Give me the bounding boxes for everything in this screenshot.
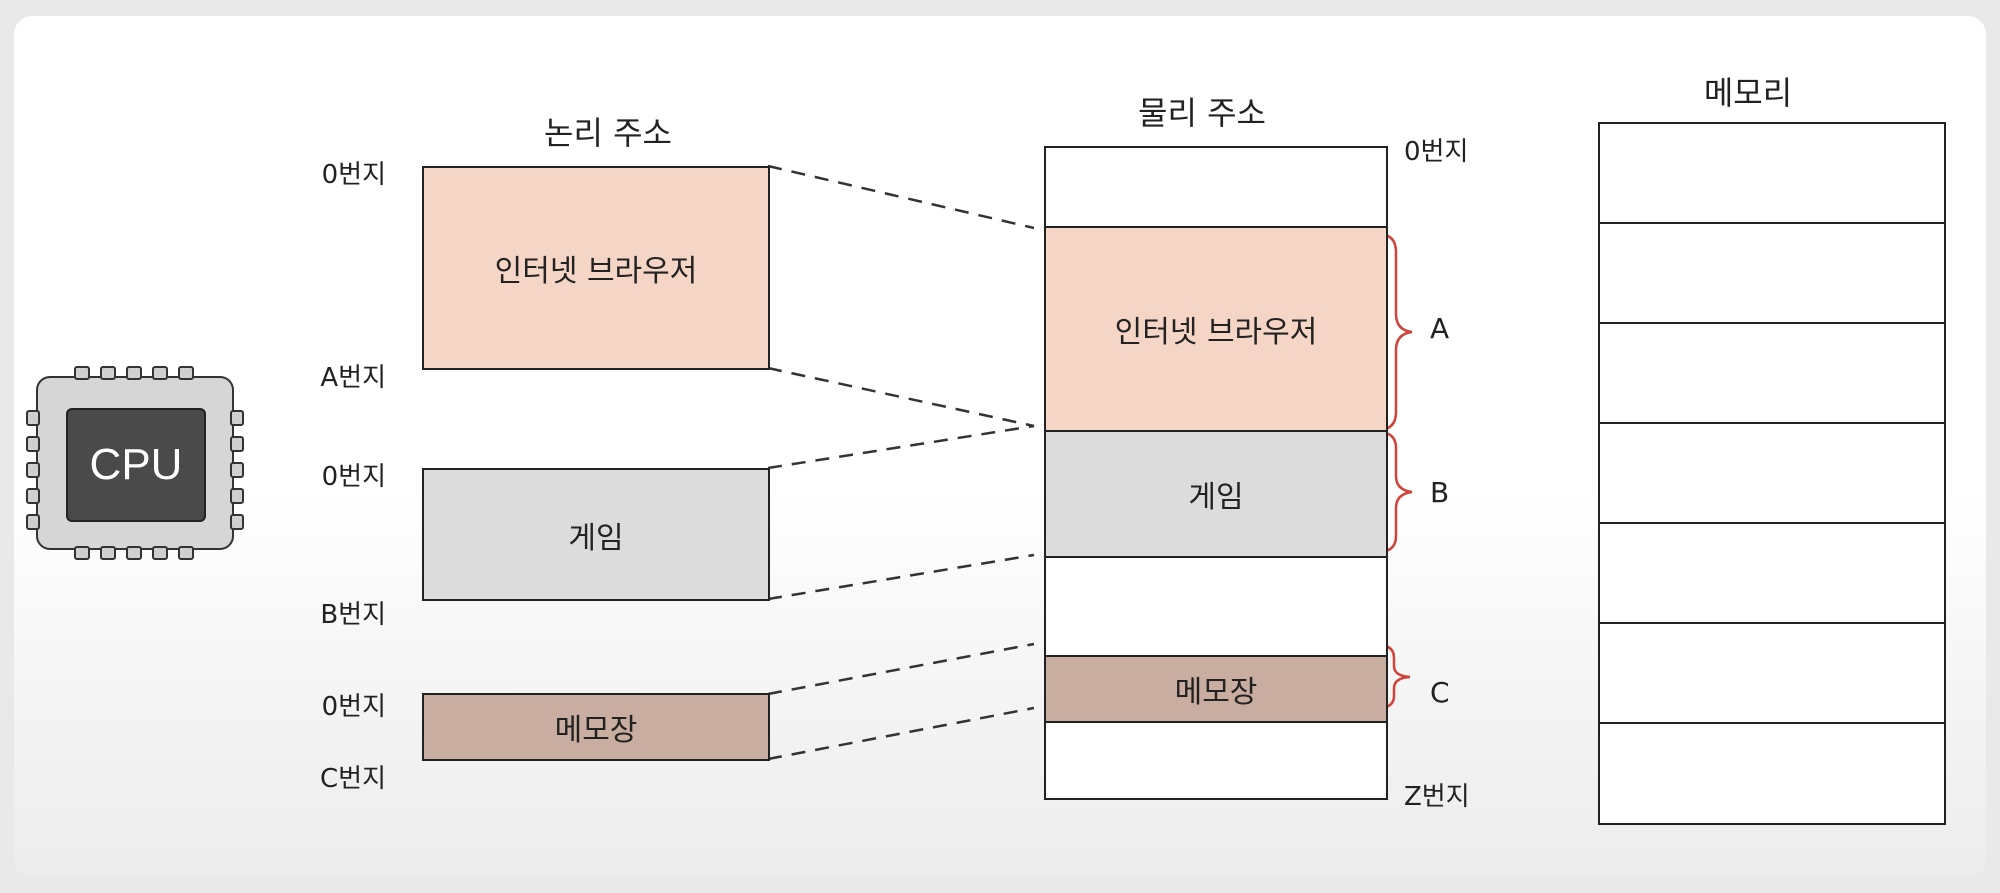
physical-segment-memo: 메모장 — [1044, 655, 1388, 723]
logical-game-end: B번지 — [320, 600, 386, 630]
cpu-pin — [230, 410, 244, 426]
memory-cell — [1598, 722, 1946, 825]
logical-segment-game: 게임 — [422, 468, 770, 601]
mapping-lines — [767, 164, 1413, 761]
cpu-pin — [230, 488, 244, 504]
brace-label-a: A — [1430, 312, 1450, 345]
cpu-pin — [74, 366, 90, 380]
cpu-pin — [152, 546, 168, 560]
memory-cell — [1598, 322, 1946, 425]
memory-heading: 메모리 — [1703, 74, 1793, 112]
logical-segment-browser: 인터넷 브라우저 — [422, 166, 770, 370]
cpu-pin — [26, 514, 40, 530]
logical-browser-start: 0번지 — [321, 160, 386, 190]
cpu-pin — [126, 366, 142, 380]
cpu-pin — [230, 462, 244, 478]
cpu-pin — [26, 462, 40, 478]
cpu-pin — [100, 366, 116, 380]
cpu-pin — [178, 366, 194, 380]
physical-start: 0번지 — [1404, 137, 1469, 167]
cpu-pin — [26, 436, 40, 452]
diagram-canvas: CPU 논리 주소 0번지 인터넷 브라우저 A번지 0번지 게임 B번지 0번… — [14, 16, 1986, 878]
map-line-memo-bottom — [767, 706, 1035, 761]
memory-stack — [1598, 122, 1946, 825]
brace-a — [1376, 232, 1413, 432]
brace-label-c: C — [1430, 676, 1450, 709]
logical-address-heading: 논리 주소 — [544, 114, 672, 152]
physical-segment-browser: 인터넷 브라우저 — [1044, 226, 1388, 432]
logical-memo-end: C번지 — [320, 764, 386, 794]
map-line-browser-bottom — [767, 366, 1035, 428]
physical-end: Z번지 — [1404, 782, 1470, 812]
memory-cell — [1598, 422, 1946, 525]
memory-cell — [1598, 622, 1946, 725]
cpu-pin — [126, 546, 142, 560]
logical-memo-start: 0번지 — [321, 692, 386, 722]
map-line-memo-top — [767, 642, 1035, 696]
brace-b — [1376, 430, 1413, 554]
cpu-pin — [100, 546, 116, 560]
cpu-pin — [26, 488, 40, 504]
brace-c — [1376, 643, 1411, 710]
cpu-pin — [152, 366, 168, 380]
cpu-pin — [74, 546, 90, 560]
map-line-browser-top — [767, 164, 1035, 230]
cpu-pin — [230, 514, 244, 530]
memory-cell — [1598, 122, 1946, 225]
cpu-label: CPU — [66, 408, 206, 522]
cpu-pin — [178, 546, 194, 560]
cpu-pin — [26, 410, 40, 426]
memory-cell — [1598, 522, 1946, 625]
logical-game-start: 0번지 — [321, 462, 386, 492]
physical-address-heading: 물리 주소 — [1138, 94, 1266, 132]
cpu-pin — [230, 436, 244, 452]
brace-label-b: B — [1430, 476, 1450, 509]
map-line-game-top — [767, 424, 1035, 470]
logical-segment-memo: 메모장 — [422, 693, 770, 761]
map-line-game-bottom — [767, 553, 1035, 601]
physical-segment-game: 게임 — [1044, 430, 1388, 558]
logical-browser-end: A번지 — [320, 363, 386, 393]
memory-cell — [1598, 222, 1946, 325]
